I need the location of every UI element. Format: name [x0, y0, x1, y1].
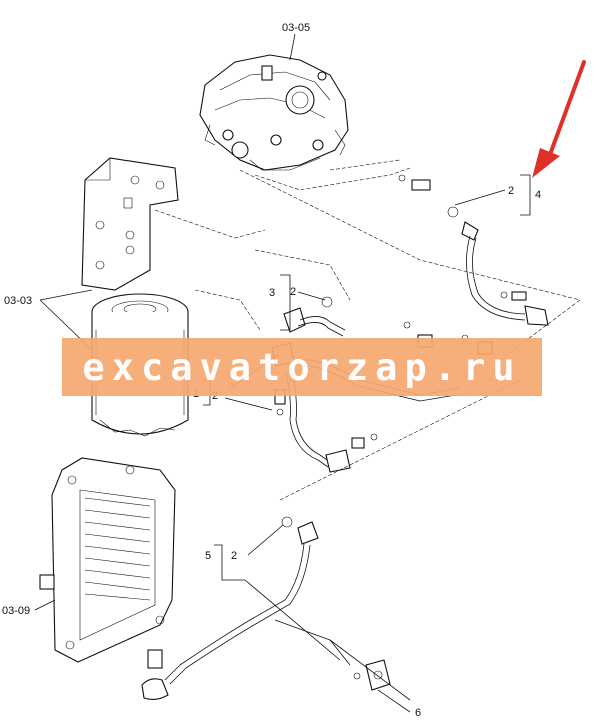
label-03-05: 03-05 — [282, 22, 310, 34]
label-03-09: 03-09 — [2, 605, 30, 617]
bracket — [81, 157, 179, 291]
label-4: 4 — [535, 189, 541, 201]
red-arrow — [532, 60, 586, 178]
label-2-pipe4: 2 — [508, 185, 514, 197]
label-5: 5 — [205, 550, 211, 562]
fuel-cooler — [39, 457, 176, 663]
label-2-pipe1: 2 — [212, 390, 218, 402]
pipe-5 — [141, 516, 391, 701]
label-2-pipe5: 2 — [231, 550, 237, 562]
label-6: 6 — [415, 707, 421, 719]
label-03-03: 03-03 — [4, 295, 32, 307]
fuel-pump — [199, 54, 349, 171]
label-3: 3 — [269, 287, 275, 299]
watermark-banner: excavatorzap.ru — [62, 338, 542, 396]
label-2-pipe3: 2 — [290, 286, 296, 298]
pipe-4 — [398, 174, 549, 326]
hidden-lines — [154, 159, 581, 501]
watermark-text: excavatorzap.ru — [82, 345, 522, 389]
